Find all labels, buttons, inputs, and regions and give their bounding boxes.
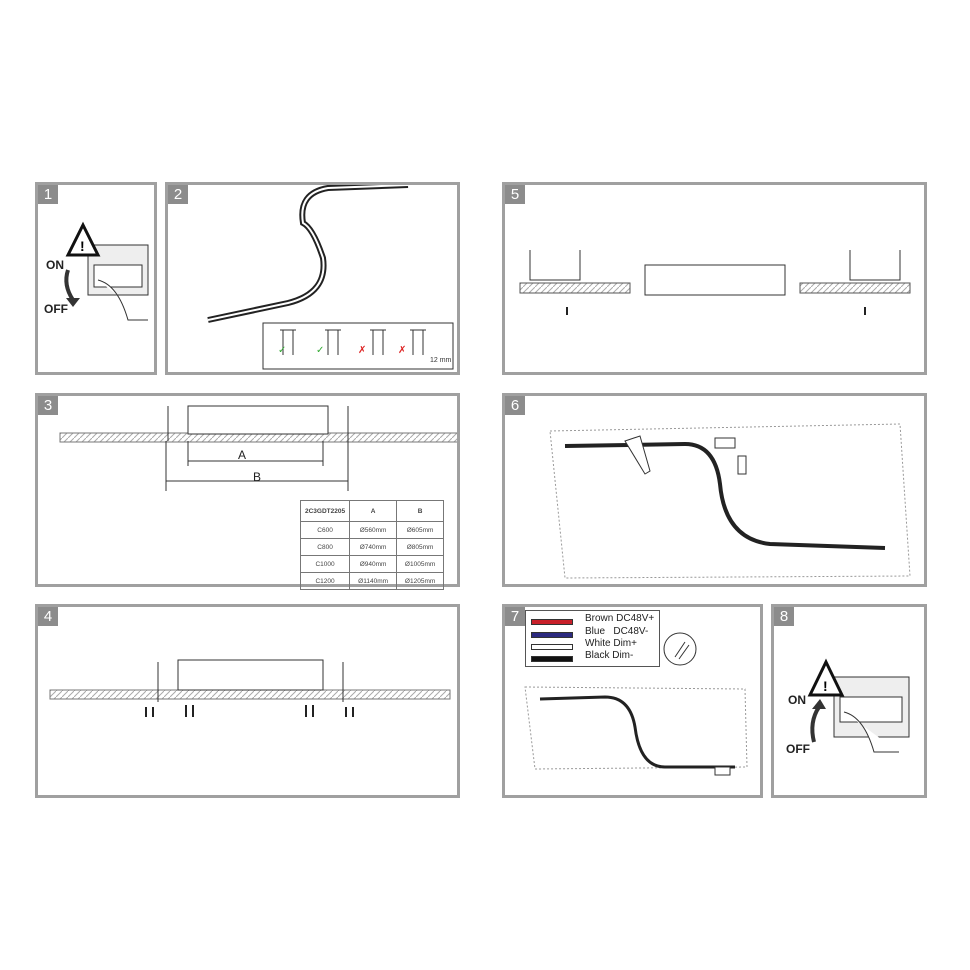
svg-text:✗: ✗ xyxy=(358,345,366,356)
table-cell: Ø805mm xyxy=(396,538,445,556)
table-cell: Ø560mm xyxy=(349,521,398,539)
table-header: 2C3GDT2205 xyxy=(299,500,351,522)
step-number: 3 xyxy=(38,396,58,415)
on-label: ON xyxy=(46,258,64,272)
table-cell: Ø740mm xyxy=(349,538,398,556)
brown-wire-icon xyxy=(531,619,573,625)
table-cell: C800 xyxy=(299,538,351,556)
wire-signal: DC48V- xyxy=(613,626,649,637)
svg-text:!: ! xyxy=(823,678,828,694)
step-8-panel: 8 ! ON OFF xyxy=(771,604,927,798)
svg-text:✓: ✓ xyxy=(316,345,324,356)
dimension-a-label: A xyxy=(238,448,247,462)
black-wire-icon xyxy=(531,656,573,662)
table-cell: Ø1140mm xyxy=(349,572,398,590)
wire-color: Black xyxy=(585,650,610,661)
table-cell: Ø605mm xyxy=(396,521,445,539)
table-cell: C1200 xyxy=(299,572,351,590)
ceiling-mounting-illustration xyxy=(519,250,911,315)
step-number: 4 xyxy=(38,607,58,626)
svg-text:✗: ✗ xyxy=(398,345,406,356)
track-connection-illustration: ✓ ✓ ✗ ✗ xyxy=(207,185,454,370)
blue-wire-icon xyxy=(531,632,573,638)
warning-icon xyxy=(807,658,845,697)
table-cell: Ø1205mm xyxy=(396,572,445,590)
wire-signal: DC48V+ xyxy=(616,613,655,624)
step-number: 8 xyxy=(774,607,794,626)
gap-label: 12 mm xyxy=(430,357,452,364)
step-number: 7 xyxy=(505,607,525,626)
svg-text:✓: ✓ xyxy=(278,345,286,356)
table-cell: C600 xyxy=(299,521,351,539)
off-label: OFF xyxy=(44,302,68,316)
table-cell: Ø940mm xyxy=(349,555,398,573)
on-label: ON xyxy=(788,693,806,707)
wire-signal: Dim- xyxy=(612,650,634,661)
wire-color: Brown xyxy=(585,613,614,624)
plastering-illustration xyxy=(549,423,911,579)
power-switch-off-illustration: ! xyxy=(64,221,149,321)
step-number: 1 xyxy=(38,185,58,204)
wire-signal: Dim+ xyxy=(613,638,637,649)
fixing-screws-illustration xyxy=(49,659,451,717)
step-number: 5 xyxy=(505,185,525,204)
table-header: A xyxy=(349,500,398,522)
step-5-panel: 5 xyxy=(502,182,927,375)
svg-text:!: ! xyxy=(80,238,85,254)
white-wire-icon xyxy=(531,644,573,650)
table-header: B xyxy=(396,500,445,522)
table-cell: Ø1005mm xyxy=(396,555,445,573)
warning-icon xyxy=(65,221,101,257)
wire-color: White xyxy=(585,638,611,649)
step-2-panel: 2 ✓ ✓ ✗ ✗ 12 mm xyxy=(165,182,460,375)
step-6-panel: 6 xyxy=(502,393,927,587)
step-number: 6 xyxy=(505,396,525,415)
step-1-panel: 1 ! ON OFF xyxy=(35,182,157,375)
wire-color: Blue xyxy=(585,626,606,637)
power-switch-on-illustration: ! xyxy=(807,658,910,753)
wiring-legend xyxy=(525,610,660,667)
step-7-panel: 7 Brown DC48V+ Blue DC48V- White Dim+ Bl… xyxy=(502,604,763,798)
dimension-b-label: B xyxy=(253,470,262,484)
step-4-panel: 4 xyxy=(35,604,460,798)
table-cell: C1000 xyxy=(299,555,351,573)
off-label: OFF xyxy=(786,742,810,756)
wiring-track-illustration xyxy=(524,632,748,776)
cutout-dimension-illustration xyxy=(59,405,457,491)
step-number: 2 xyxy=(168,185,188,204)
